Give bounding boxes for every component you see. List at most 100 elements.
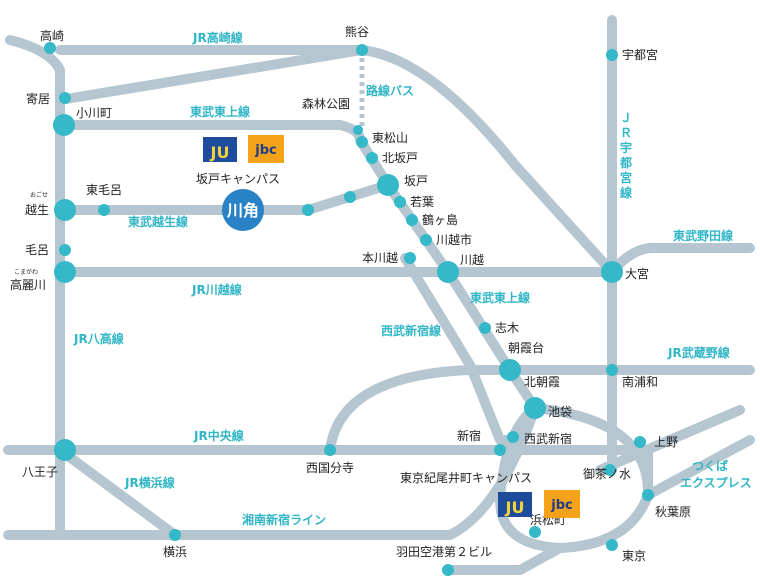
station-label-kawagoeshi: 川越市 xyxy=(436,232,472,247)
station-dot-kawakado[interactable] xyxy=(222,189,264,231)
station-dot-ueno[interactable] xyxy=(634,436,646,448)
station-label-kawagoe: 川越 xyxy=(460,253,484,267)
logo-jbc-text-kioi: jbc xyxy=(550,498,572,513)
station-label-higashimoro: 東毛呂 xyxy=(86,183,122,197)
station-dot-ogose-line-2[interactable] xyxy=(344,191,356,203)
jr-musashino-track xyxy=(325,365,755,455)
station-dot-kawagoeshi[interactable] xyxy=(420,234,432,246)
station-dot-tokyo[interactable] xyxy=(606,539,618,551)
station-label-tsurugashima: 鶴ヶ島 xyxy=(422,212,458,227)
station-dot-komagawa[interactable] xyxy=(54,261,76,283)
station-label-haneda: 羽田空港第２ビル xyxy=(396,545,492,559)
station-dot-shiki[interactable] xyxy=(479,322,491,334)
station-label-minamiurawa: 南浦和 xyxy=(622,374,658,389)
line-label-jr-utsunomiya: ＪＲ宇都宮線 xyxy=(619,111,632,200)
campus-label-kioi: 東京紀尾井町キャンパス xyxy=(400,471,532,485)
station-dot-higashimoro[interactable] xyxy=(98,204,110,216)
station-label-tokyo: 東京 xyxy=(622,549,646,563)
station-label-yokohama: 横浜 xyxy=(163,545,187,559)
tsukuba-express-track-2 xyxy=(643,435,755,500)
line-label-jr-chuo: JR中央線 xyxy=(193,428,244,443)
station-dot-minamiurawa[interactable] xyxy=(606,364,618,376)
line-labels: JR高崎線 東武東上線 路線バス 東武野田線 東武越生線 JR川越線 JR八高線… xyxy=(73,30,752,527)
station-label-kokubunji: 西国分寺 xyxy=(306,461,354,475)
station-label-sakado: 坂戸 xyxy=(404,174,428,188)
line-label-tsukuba-2: エクスプレス xyxy=(680,475,752,490)
station-dot-utsunomiya[interactable] xyxy=(606,49,618,61)
station-label-ogawamachi: 小川町 xyxy=(76,106,112,120)
station-dot-kawagoe[interactable] xyxy=(437,261,459,283)
station-dot-haneda[interactable] xyxy=(442,564,454,576)
line-label-jr-kawagoe: JR川越線 xyxy=(191,282,242,297)
station-ruby-ogose: おごせ xyxy=(30,191,48,199)
station-label-ikebukuro: 池袋 xyxy=(548,405,572,419)
station-dot-shinrinkoen[interactable] xyxy=(353,125,363,135)
station-dot-nishishinjuku[interactable] xyxy=(507,431,519,443)
line-label-jr-yokohama: JR横浜線 xyxy=(124,475,175,490)
station-dot-ochanomizu[interactable] xyxy=(604,464,616,476)
station-dot-honkawagoe[interactable] xyxy=(404,252,416,264)
station-labels: 高崎 熊谷 宇都宮 寄居 小川町 森林公園 東松山 北坂戸 坂戸 若葉 鶴ヶ島 … xyxy=(10,24,691,563)
monorail-track xyxy=(443,543,565,575)
station-label-kumagaya: 熊谷 xyxy=(345,24,369,39)
station-dot-ikebukuro[interactable] xyxy=(524,397,546,419)
station-dot-ogose-line-1[interactable] xyxy=(302,204,314,216)
station-label-utsunomiya: 宇都宮 xyxy=(622,47,658,62)
station-dot-akihabara[interactable] xyxy=(642,489,654,501)
jr-yokohama-track xyxy=(55,445,180,540)
logo-ju-text-kioi: JU xyxy=(505,498,525,517)
line-label-bus: 路線バス xyxy=(366,83,414,98)
shonan-shinjuku-track xyxy=(3,403,540,540)
logo-ju-sakado xyxy=(203,137,237,162)
station-label-shiki: 志木 xyxy=(495,321,519,335)
station-dot-sakado[interactable] xyxy=(377,174,399,196)
logo-jbc-kioi xyxy=(544,490,580,518)
station-label-hachioji: 八王子 xyxy=(22,465,58,479)
station-dot-kitaasaka[interactable] xyxy=(499,359,521,381)
station-dot-kitasakado[interactable] xyxy=(366,152,378,164)
station-label-kawakado: 川角 xyxy=(226,201,259,220)
line-label-tobu-tojo-south: 東武東上線 xyxy=(470,290,530,305)
station-dot-hamamatsucho[interactable] xyxy=(529,526,541,538)
station-dot-omiya[interactable] xyxy=(601,261,623,283)
station-label-wakaba: 若葉 xyxy=(410,195,434,209)
rail-lines xyxy=(3,15,755,575)
station-dot-moro[interactable] xyxy=(59,244,71,256)
station-label-shinjuku: 新宿 xyxy=(457,428,481,443)
tsukuba-express-track xyxy=(595,405,745,475)
logo-jbc-sakado xyxy=(248,135,284,163)
station-dot-wakaba[interactable] xyxy=(394,196,406,208)
station-dot-ogose[interactable] xyxy=(54,199,76,221)
seibu-shinjuku-track xyxy=(400,253,515,445)
line-label-jr-musashino: JR武蔵野線 xyxy=(667,345,730,360)
campus-kioi[interactable]: 東京紀尾井町キャンパス JU jbc xyxy=(400,471,580,518)
station-label-ochanomizu: 御茶ノ水 xyxy=(583,466,631,481)
station-dot-ogawamachi[interactable] xyxy=(53,114,75,136)
station-dot-shinjuku[interactable] xyxy=(494,444,506,456)
line-label-tsukuba-1: つくば xyxy=(692,458,728,473)
station-label-kitasakado: 北坂戸 xyxy=(382,151,418,165)
station-dot-kumagaya[interactable] xyxy=(356,44,368,56)
station-label-omiya: 大宮 xyxy=(625,266,649,281)
station-dot-takasaki[interactable] xyxy=(44,42,56,54)
jr-takasaki-line-track xyxy=(5,35,617,277)
logo-ju-text-sakado: JU xyxy=(210,143,230,162)
line-label-shonan-shinjuku: 湘南新宿ライン xyxy=(242,512,326,527)
station-dot-hachioji[interactable] xyxy=(54,439,76,461)
station-dot-tsurugashima[interactable] xyxy=(406,214,418,226)
station-label-ogose: 越生 xyxy=(25,203,49,217)
station-label-yorii: 寄居 xyxy=(26,91,50,106)
station-dot-yokohama[interactable] xyxy=(169,529,181,541)
station-label-kitaasaka: 北朝霞 xyxy=(524,375,560,389)
station-dot-higashimatsuyama[interactable] xyxy=(356,136,368,148)
station-label-akihabara: 秋葉原 xyxy=(655,505,691,519)
station-dot-yorii[interactable] xyxy=(59,92,71,104)
station-label-komagawa: 高麗川 xyxy=(10,277,46,292)
line-label-tobu-noda: 東武野田線 xyxy=(673,228,733,243)
campus-label-sakado: 坂戸キャンパス xyxy=(196,172,280,186)
campus-sakado[interactable]: JU jbc 坂戸キャンパス xyxy=(196,135,284,186)
line-label-tobu-tojo-north: 東武東上線 xyxy=(190,104,250,119)
tobu-tojo-upper-track xyxy=(55,45,367,105)
station-dot-kokubunji[interactable] xyxy=(324,444,336,456)
